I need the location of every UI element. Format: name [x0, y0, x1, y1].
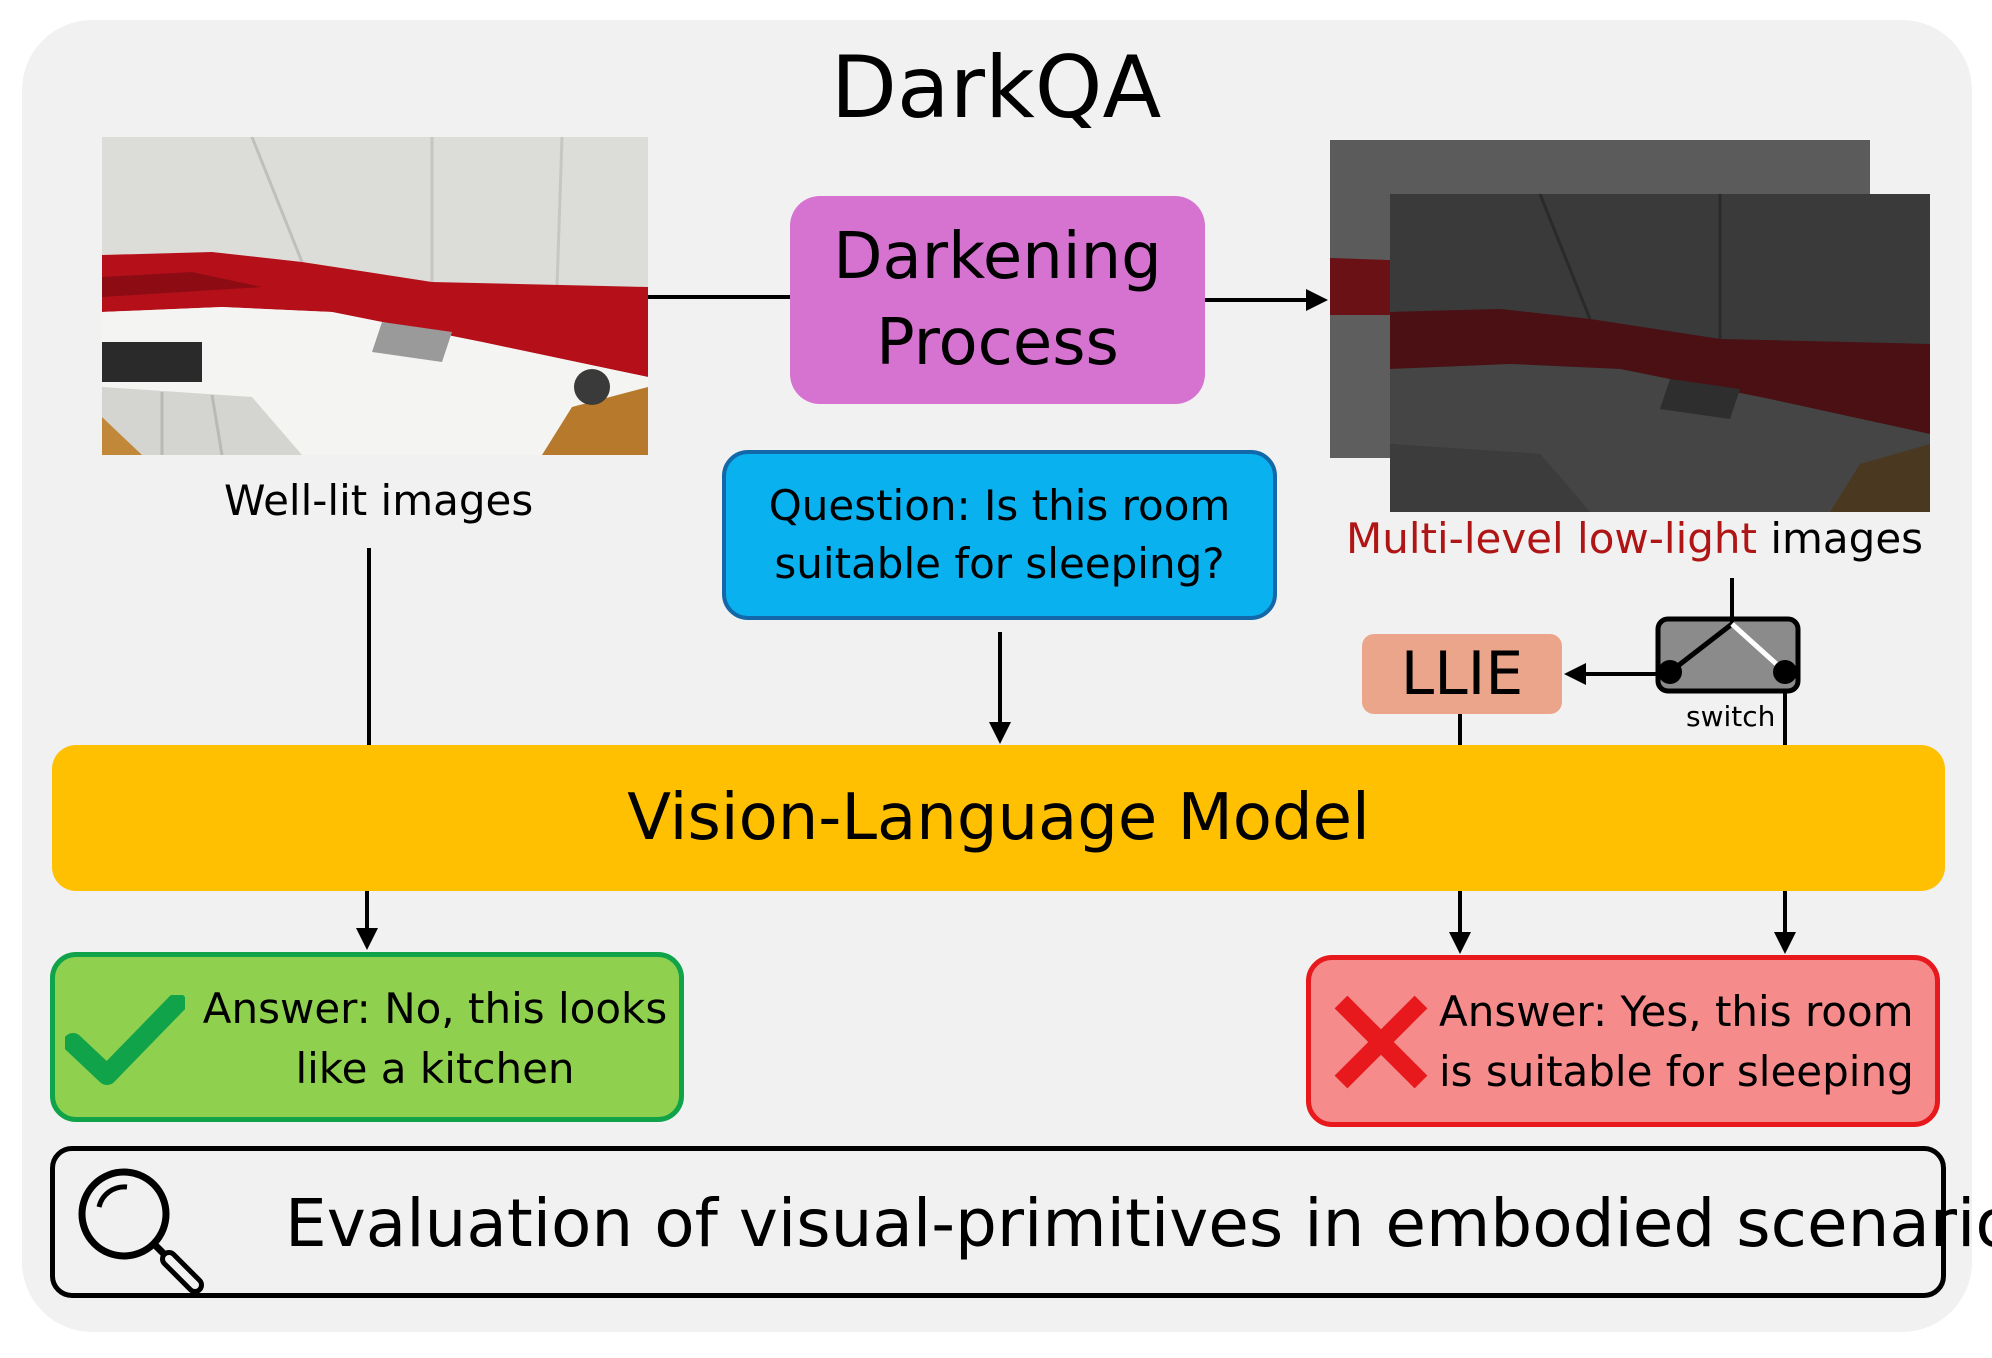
question-box: Question: Is this room suitable for slee… [722, 450, 1277, 620]
low-light-label-rest: images [1757, 514, 1924, 563]
cross-icon [1334, 995, 1428, 1089]
answer-wrong-line2: is suitable for sleeping [1439, 1047, 1914, 1096]
vision-language-model-box: Vision-Language Model [52, 745, 1945, 891]
well-lit-image [102, 137, 648, 455]
well-lit-label: Well-lit images [224, 476, 534, 525]
llie-box: LLIE [1362, 634, 1562, 714]
darkening-line2: Process [876, 306, 1119, 380]
answer-correct-box: Answer: No, this looks like a kitchen [50, 952, 684, 1122]
check-icon [65, 995, 185, 1085]
darkening-line1: Darkening [833, 220, 1162, 294]
evaluation-box: Evaluation of visual-primitives in embod… [50, 1146, 1992, 1298]
answer-wrong-box: Answer: Yes, this room is suitable for s… [1306, 955, 1940, 1127]
low-light-label-highlight: Multi-level low-light [1346, 514, 1757, 563]
switch-icon [1655, 616, 1801, 694]
low-light-image-front [1390, 194, 1930, 512]
answer-correct-line1: Answer: No, this looks [202, 984, 668, 1033]
question-line2: suitable for sleeping? [774, 539, 1225, 588]
magnifier-icon [78, 1168, 204, 1294]
switch-label: switch [1686, 700, 1776, 733]
answer-wrong-line1: Answer: Yes, this room [1439, 987, 1914, 1036]
evaluation-text: Evaluation of visual-primitives in embod… [285, 1185, 1992, 1262]
diagram-title: DarkQA [830, 38, 1162, 138]
answer-correct-line2: like a kitchen [295, 1044, 575, 1093]
question-line1: Question: Is this room [768, 481, 1231, 530]
darkening-process-box: Darkening Process [790, 196, 1205, 404]
low-light-label: Multi-level low-light images [1346, 514, 1923, 563]
